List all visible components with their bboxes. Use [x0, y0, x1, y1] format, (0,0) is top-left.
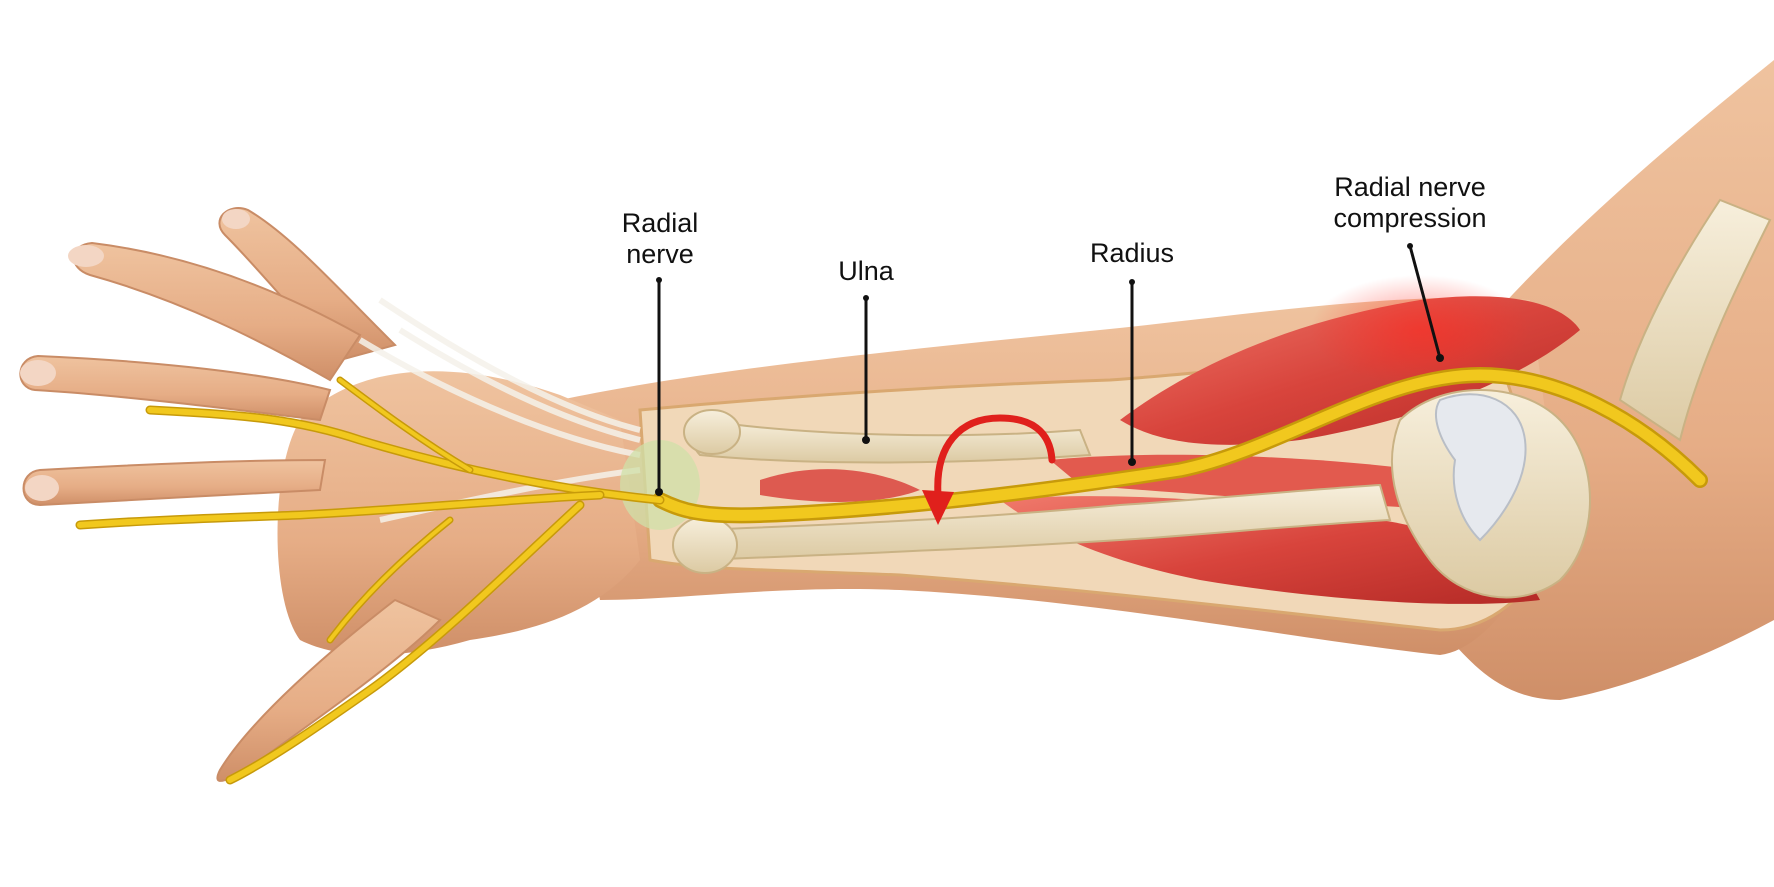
elbow-cartilage [1435, 393, 1527, 542]
label-radius: Radius [1072, 238, 1192, 269]
curved-arrow-icon [922, 414, 1056, 525]
leader-dots [655, 243, 1444, 496]
compression-highlight [1310, 275, 1530, 385]
hand-tendons [358, 297, 641, 523]
leader-lines [657, 245, 1442, 492]
label-ulna-text: Ulna [838, 256, 894, 286]
humerus-bone [1618, 198, 1772, 442]
thumb [216, 598, 442, 782]
finger-middle [72, 241, 362, 382]
radius-head [672, 516, 738, 574]
label-compression-line1: Radial nerve [1334, 172, 1486, 202]
wrist-muscle [760, 469, 920, 502]
leader-compression [1408, 245, 1442, 359]
finger-little [22, 458, 327, 507]
label-compression-line2: compression [1333, 203, 1487, 233]
label-radial-nerve-compression: Radial nerve compression [1300, 172, 1520, 234]
radial-nerve [75, 366, 1708, 785]
label-radial-nerve-line2: nerve [626, 239, 694, 269]
ulna-bone [691, 418, 1092, 464]
label-radial-nerve-line1: Radial [621, 208, 699, 238]
nail-middle [68, 245, 104, 267]
nail-ring [20, 360, 56, 386]
nail-little [25, 475, 59, 501]
label-ulna: Ulna [806, 256, 926, 287]
radius-bone [687, 483, 1392, 562]
label-radial-nerve: Radial nerve [600, 208, 720, 270]
label-radius-text: Radius [1089, 238, 1175, 268]
nail-index [222, 209, 250, 229]
ulna-head [683, 409, 741, 455]
